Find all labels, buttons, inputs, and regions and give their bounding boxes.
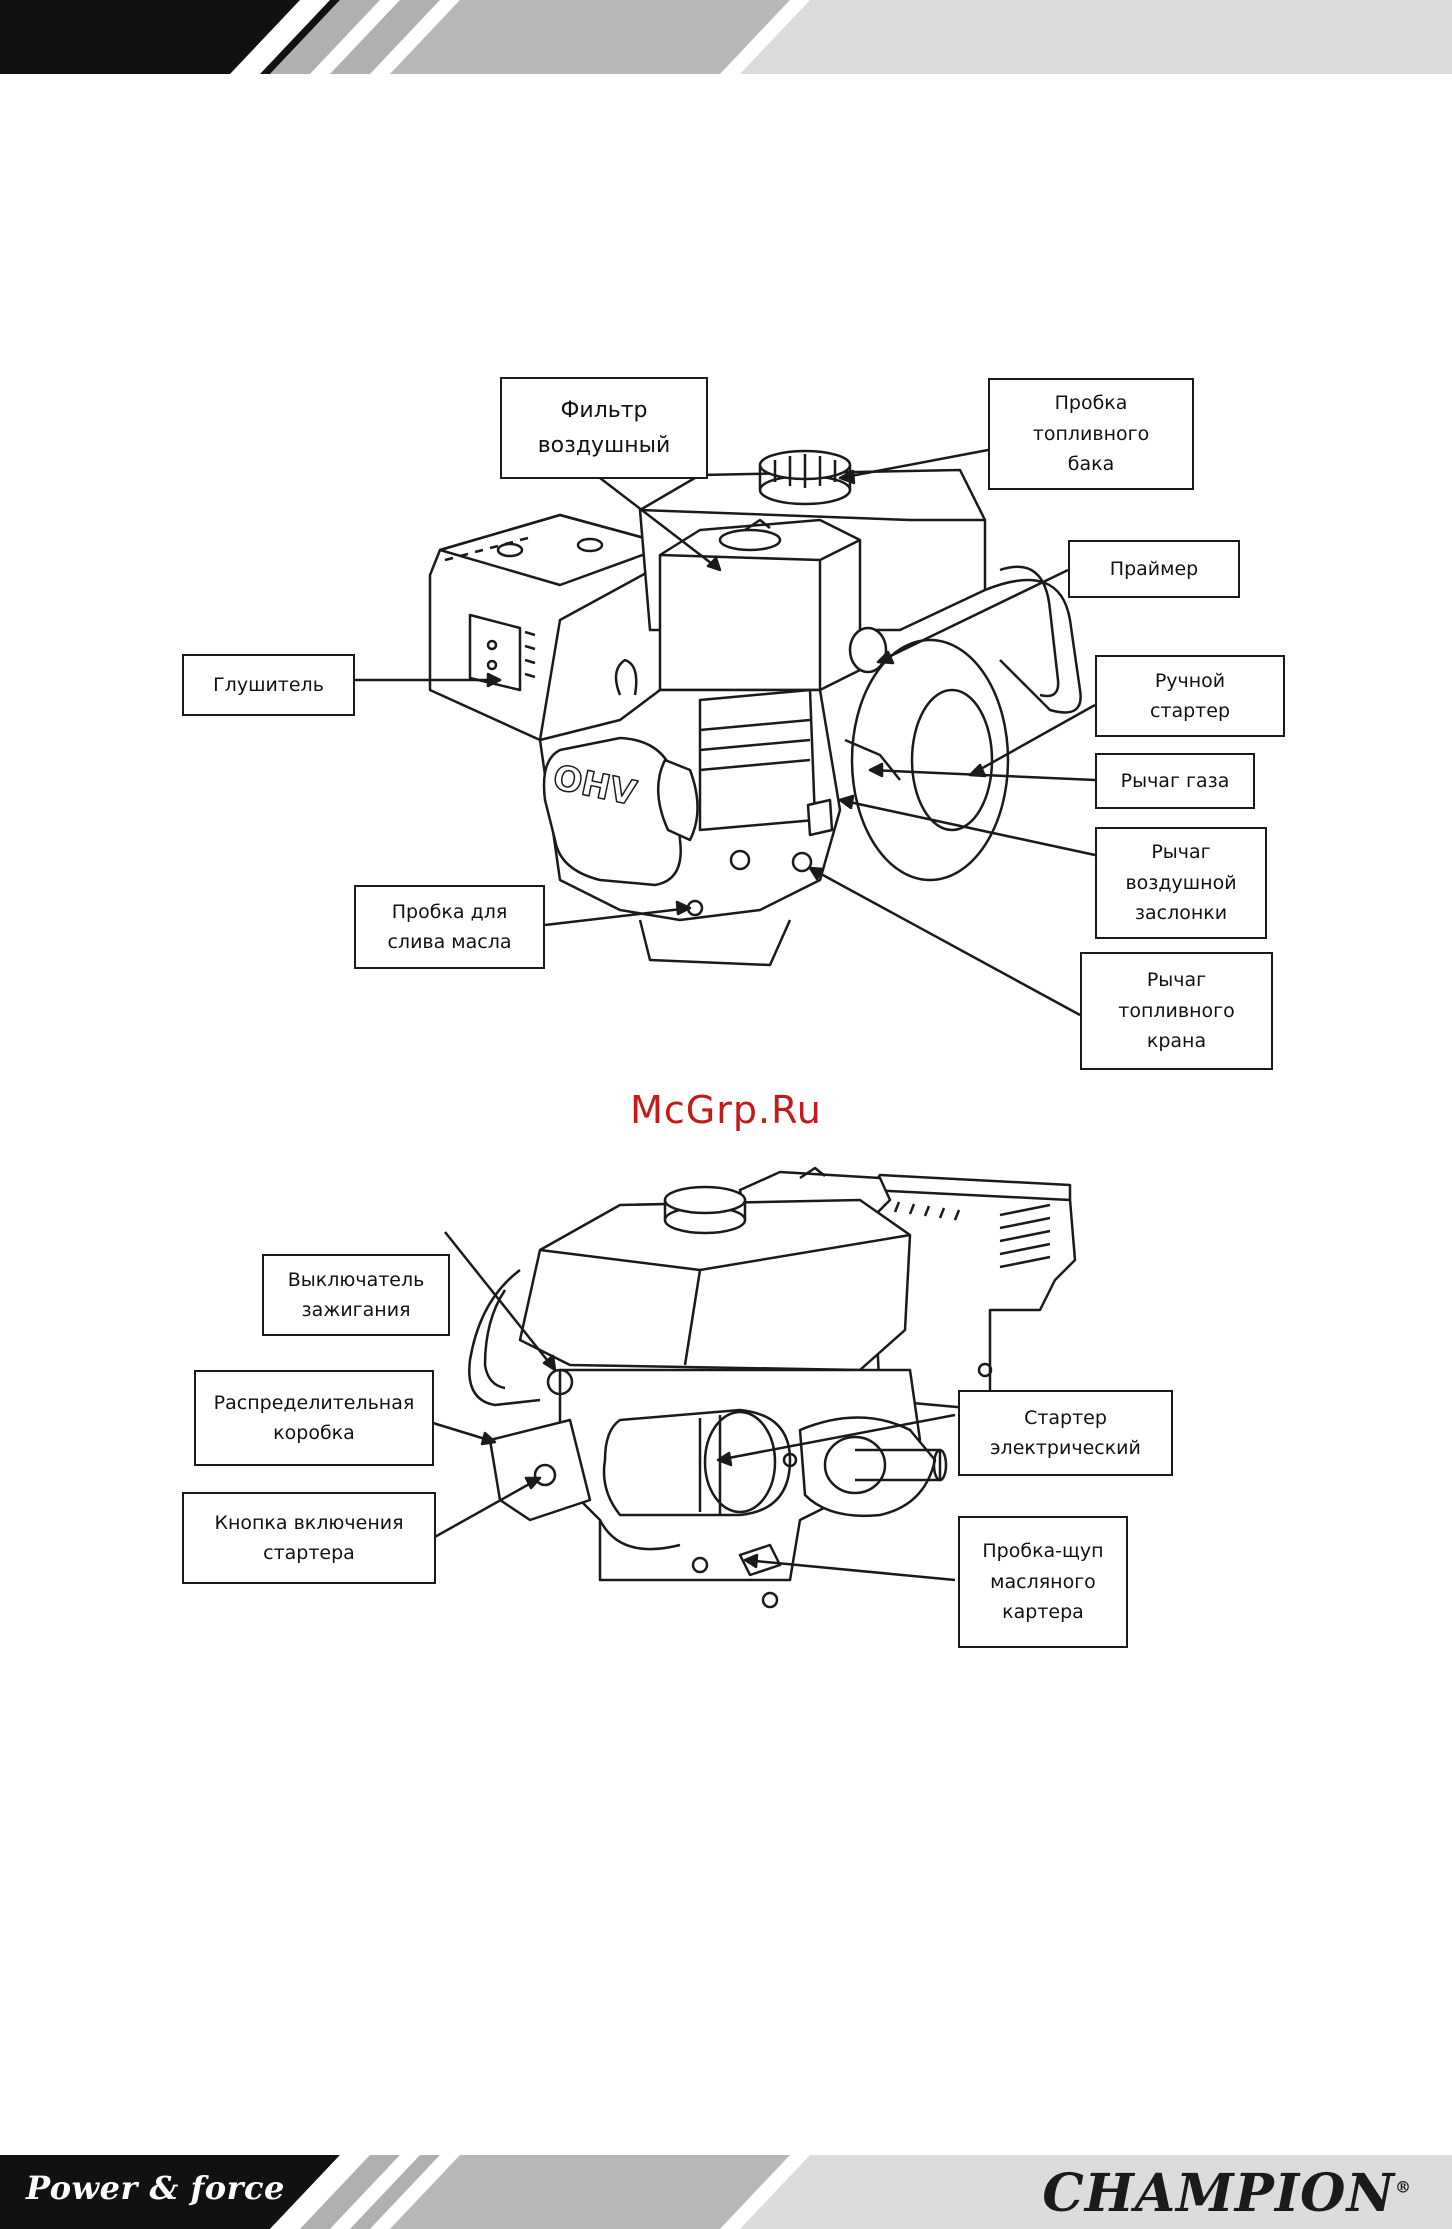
label-electric-starter: Стартер электрический [958, 1390, 1173, 1476]
label-starter-button: Кнопка включения стартера [182, 1492, 436, 1584]
label-air-filter: Фильтр воздушный [500, 377, 708, 479]
label-oil-drain: Пробка для слива масла [354, 885, 545, 969]
label-muffler: Глушитель [182, 654, 355, 716]
slogan: Power & force [26, 2169, 285, 2207]
brand-logo: CHAMPION® [1042, 2163, 1412, 2224]
label-fuel-cap: Пробка топливного бака [988, 378, 1194, 490]
label-choke-lever: Рычаг воздушной заслонки [1095, 827, 1267, 939]
footer-band: Power & force CHAMPION® [0, 2155, 1452, 2229]
engine-drawing-front: OHV [355, 448, 1096, 1017]
label-throttle-lever: Рычаг газа [1095, 753, 1255, 809]
label-dipstick: Пробка-щуп масляного картера [958, 1516, 1128, 1648]
label-primer: Праймер [1068, 540, 1240, 598]
header-stripes [0, 0, 1452, 74]
footer-stripes [0, 2155, 1452, 2229]
label-fuel-valve: Рычаг топливного крана [1080, 952, 1273, 1070]
label-ignition-switch: Выключатель зажигания [262, 1254, 450, 1336]
label-junction-box: Распределительная коробка [194, 1370, 434, 1466]
label-recoil-starter: Ручной стартер [1095, 655, 1285, 737]
watermark: McGrp.Ru [630, 1088, 822, 1132]
engine-diagram-recoil: OHV Фильтр воздушный Пробка топливного б… [0, 360, 1452, 1080]
engine-drawing-rear [432, 1166, 1077, 1609]
engine-diagram-electric: Выключатель зажигания Распределительная … [0, 1160, 1452, 1680]
header-band [0, 0, 1452, 74]
